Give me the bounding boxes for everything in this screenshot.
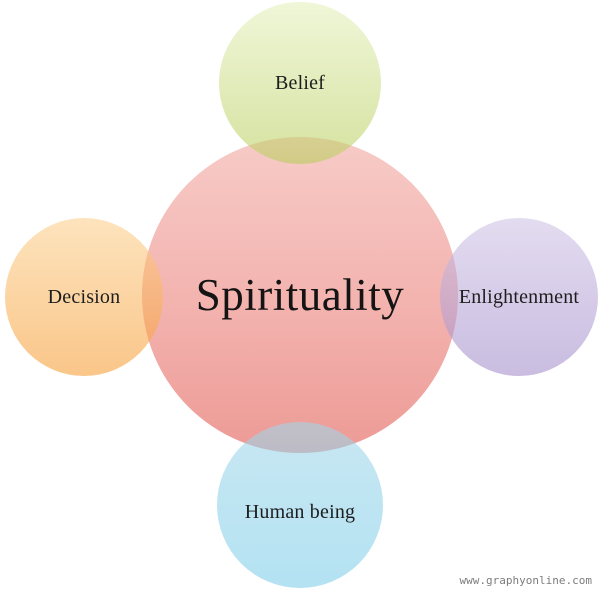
node-human-being-label: Human being bbox=[244, 501, 356, 523]
node-spirituality: Spirituality bbox=[142, 137, 458, 453]
node-belief-label: Belief bbox=[274, 72, 326, 94]
node-decision-label: Decision bbox=[47, 286, 121, 308]
node-enlightenment: Enlightenment bbox=[440, 218, 598, 376]
node-enlightenment-label: Enlightenment bbox=[458, 286, 580, 308]
watermark-text: www.graphyonline.com bbox=[459, 574, 592, 587]
node-human-being: Human being bbox=[217, 422, 383, 588]
node-spirituality-label: Spirituality bbox=[195, 270, 405, 320]
node-belief: Belief bbox=[219, 2, 381, 164]
node-decision: Decision bbox=[5, 218, 163, 376]
